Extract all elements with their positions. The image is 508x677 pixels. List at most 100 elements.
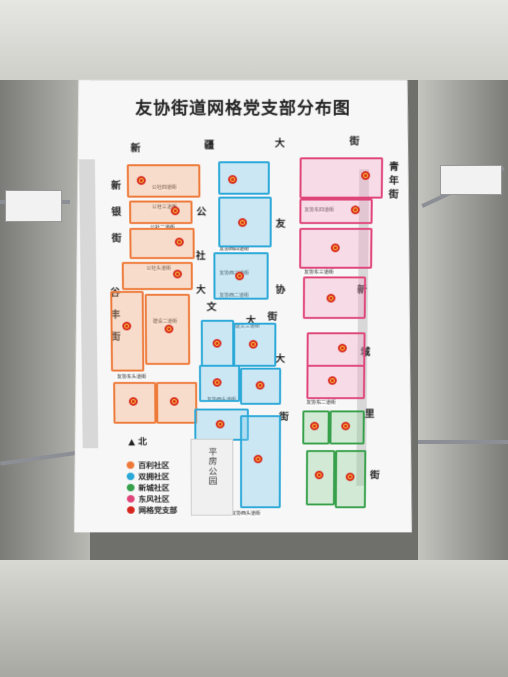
map-legend: 百利社区 双拥社区 新城社区 东风社区 网格党支部	[127, 460, 178, 516]
party-branch-flag	[256, 381, 265, 390]
road-label-char: 青	[389, 163, 399, 173]
north-label: 北	[138, 438, 147, 447]
party-branch-flag	[310, 422, 319, 431]
road-label-char: 文	[207, 303, 217, 313]
street-label: 友协东头道街	[116, 375, 147, 380]
district-block-dongfeng	[303, 276, 366, 318]
legend-item: 东风社区	[127, 493, 177, 504]
district-block-baili	[156, 382, 197, 424]
district-block-shuangyong	[218, 197, 272, 248]
party-branch-flag	[351, 205, 360, 214]
party-branch-flag	[235, 272, 244, 281]
road-label-char: 社	[196, 252, 206, 262]
map-title: 友协街道网格党支部分布图	[68, 94, 418, 119]
road-label-char: 年	[389, 177, 399, 187]
district-block-baili	[129, 228, 194, 259]
district-block-xincheng	[335, 450, 367, 508]
ceiling	[0, 0, 508, 80]
legend-color-dot	[127, 461, 135, 469]
district-block-shuangyong	[213, 252, 268, 299]
party-branch-flag	[216, 420, 225, 429]
party-branch-flag	[213, 339, 222, 348]
party-branch-flag	[122, 322, 131, 331]
district-block-dongfeng	[299, 199, 372, 224]
street-label: 友协东二道街	[305, 401, 336, 406]
district-block-baili	[122, 262, 193, 290]
stair-railing-lower-right	[418, 440, 508, 444]
party-branch-flag	[175, 238, 184, 247]
road-label-char: 街	[349, 138, 359, 148]
legend-label: 新城社区	[138, 482, 169, 492]
road-label-char: 街	[112, 235, 122, 245]
party-branch-flag	[238, 218, 247, 227]
district-block-baili	[110, 291, 144, 372]
district-block-xincheng	[302, 410, 329, 444]
party-branch-flag	[228, 175, 237, 184]
district-block-xincheng	[306, 450, 335, 505]
road-label-char: 新	[111, 182, 121, 192]
road-strip-left	[79, 159, 98, 448]
party-branch-flag	[341, 422, 350, 431]
party-flag-icon	[127, 506, 135, 513]
party-branch-flag	[254, 455, 263, 463]
district-block-dongfeng	[299, 157, 383, 198]
party-branch-flag	[315, 471, 324, 479]
party-branch-flag	[338, 344, 347, 353]
road-label-char: 银	[111, 208, 121, 218]
road-label-char: 友	[276, 220, 286, 230]
party-branch-flag	[361, 171, 370, 180]
legend-label: 网格党支部	[139, 505, 178, 515]
district-block-shuangyong	[240, 415, 281, 508]
district-block-baili	[129, 201, 192, 224]
north-arrow-icon: ▲	[128, 438, 135, 447]
party-branch-flag	[173, 270, 182, 279]
park-label: 平房公园	[208, 448, 218, 487]
district-map-poster: 友协街道网格党支部分布图 新 疆 大 街 新 银 街 谷 丰 街 公 社 大 文…	[68, 80, 418, 532]
district-block-shuangyong	[218, 161, 270, 194]
district-block-dongfeng	[307, 332, 366, 366]
road-label-char: 大	[275, 355, 285, 365]
party-branch-flag	[327, 294, 336, 303]
district-block-baili	[145, 294, 191, 365]
party-branch-flag	[331, 243, 340, 252]
party-branch-flag	[170, 397, 179, 406]
road-label-char: 协	[275, 286, 285, 296]
party-branch-flag	[165, 325, 174, 334]
party-branch-flag	[137, 176, 146, 185]
district-block-shuangyong	[201, 320, 234, 367]
party-branch-flag	[171, 206, 180, 215]
road-label-char: 里	[365, 410, 375, 419]
legend-label: 百利社区	[138, 460, 169, 470]
legend-item: 双拥社区	[127, 471, 177, 482]
district-block-dongfeng	[299, 228, 372, 269]
road-label-char: 公	[196, 208, 206, 218]
road-label-char: 街	[268, 313, 278, 323]
street-label: 友协西头道街	[230, 512, 261, 517]
road-label-char: 疆	[204, 142, 214, 152]
wall-frame-left	[5, 190, 62, 222]
legend-label: 东风社区	[138, 494, 169, 504]
road-label-char: 大	[275, 140, 285, 150]
legend-item: 新城社区	[127, 482, 177, 493]
district-block-shuangyong	[233, 323, 276, 367]
legend-color-dot	[127, 495, 135, 502]
district-block-shuangyong	[240, 368, 281, 405]
street-label: 友协东三道街	[303, 271, 335, 276]
legend-item: 百利社区	[127, 460, 178, 471]
north-arrow: ▲ 北	[128, 435, 147, 447]
party-branch-flag	[129, 397, 138, 406]
wall-frame-right	[440, 165, 502, 195]
road-label-char: 街	[389, 191, 399, 201]
district-block-dongfeng	[306, 365, 365, 399]
district-block-baili	[127, 164, 201, 197]
legend-color-dot	[127, 473, 135, 480]
district-block-baili	[113, 382, 156, 424]
legend-label: 双拥社区	[138, 471, 169, 481]
party-branch-flag	[346, 473, 355, 481]
district-block-xincheng	[329, 410, 364, 444]
stairwell-floor	[0, 560, 508, 677]
party-branch-flag	[328, 376, 337, 385]
party-branch-flag	[249, 340, 258, 349]
road-label-char: 街	[370, 472, 380, 481]
road-label-char: 大	[196, 286, 206, 296]
